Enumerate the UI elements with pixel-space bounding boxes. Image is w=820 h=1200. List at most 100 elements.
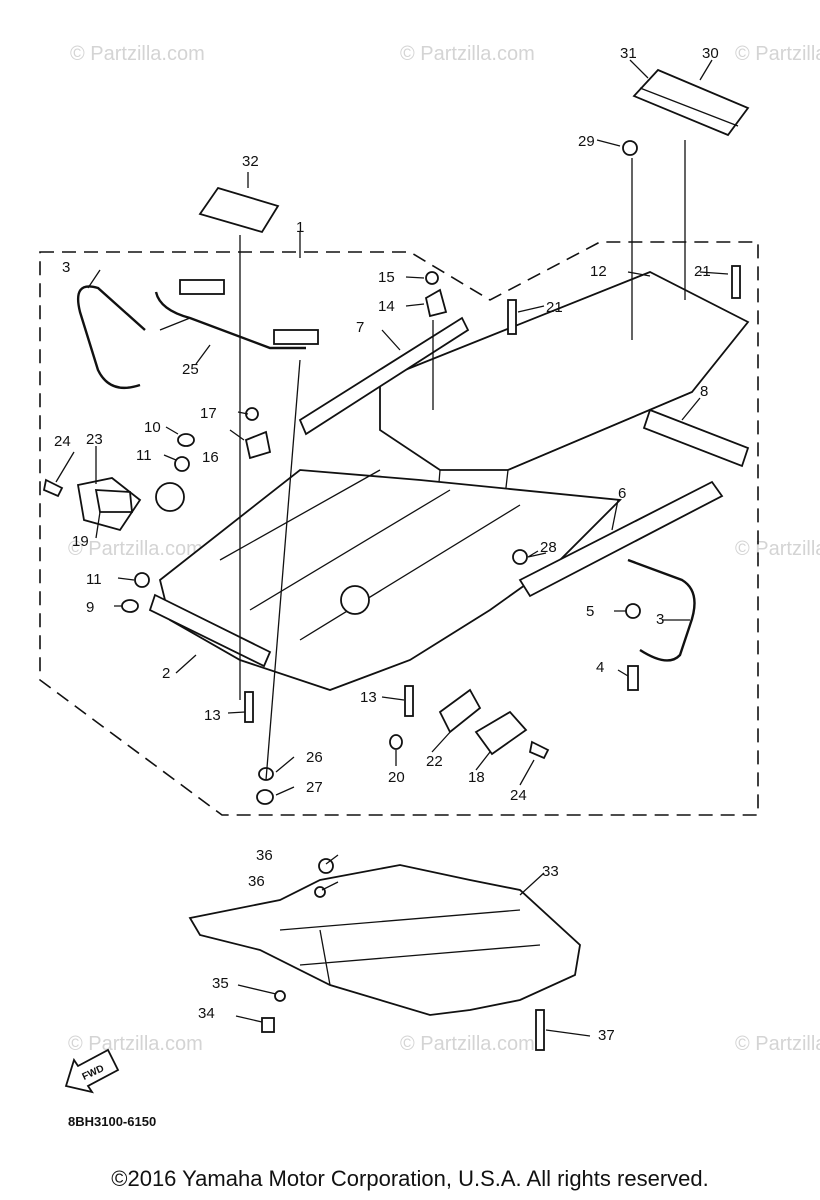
bolt-24-right — [528, 740, 550, 760]
fwd-arrow-icon: FWD — [64, 1048, 120, 1094]
washer-36 — [314, 886, 326, 898]
cap-28 — [512, 549, 528, 565]
callout-leaders — [55, 59, 729, 1037]
chassis-lower — [158, 469, 622, 691]
bracket-18 — [474, 710, 528, 756]
callout-25: 25 — [182, 361, 199, 378]
bracket-19 — [94, 489, 133, 513]
skid-plate-ribs — [279, 909, 541, 986]
callout-27: 27 — [306, 779, 323, 796]
callout-24-left: 24 — [54, 433, 71, 450]
callout-6: 6 — [618, 485, 626, 502]
rail-6 — [518, 480, 724, 598]
bolt-21-right — [731, 265, 741, 299]
bushing-9 — [121, 599, 139, 613]
skid-plate-33 — [188, 864, 581, 1016]
callout-30: 30 — [702, 45, 719, 62]
callout-5: 5 — [586, 603, 594, 620]
bumper-3-front — [76, 285, 146, 390]
bolt-13-right — [404, 685, 414, 717]
callout-12: 12 — [590, 263, 607, 280]
watermark: © Partzilla.com — [68, 1033, 203, 1055]
bolt-24-left — [42, 478, 64, 498]
bushing-11-lower — [134, 572, 150, 588]
bracket-14 — [424, 288, 448, 318]
rail-8 — [642, 408, 750, 468]
callout-16: 16 — [202, 449, 219, 466]
callout-36: 36 — [248, 873, 265, 890]
callout-13-left: 13 — [204, 707, 221, 724]
clamp-16 — [244, 430, 272, 460]
callout-21-left: 21 — [546, 299, 563, 316]
watermark: © Partzilla.com — [735, 43, 820, 65]
chassis-members — [219, 469, 521, 641]
rail-7 — [298, 316, 470, 436]
watermark: © Partzilla.com — [400, 1033, 535, 1055]
callout-14: 14 — [378, 298, 395, 315]
callout-29: 29 — [578, 133, 595, 150]
spindle-right — [340, 585, 370, 615]
callout-4: 4 — [596, 659, 604, 676]
leader-26 — [265, 359, 301, 781]
bolt-4 — [627, 665, 639, 691]
bushing-11-upper — [174, 456, 190, 472]
callout-23: 23 — [86, 431, 103, 448]
cap-20 — [389, 734, 403, 750]
decal-30 — [632, 68, 750, 137]
bolt-21-left — [507, 299, 517, 335]
nut-27 — [256, 789, 274, 805]
callout-32: 32 — [242, 153, 259, 170]
callout-10: 10 — [144, 419, 161, 436]
diagram-code: 8BH3100-6150 — [68, 1114, 157, 1129]
bumper-3-rear — [627, 558, 696, 662]
bolt-13-left — [244, 691, 254, 723]
bracket-22 — [438, 688, 482, 734]
watermark: © Partzilla.com — [735, 1033, 820, 1055]
callout-1: 1 — [296, 219, 304, 236]
callout-18: 18 — [468, 769, 485, 786]
callout-7: 7 — [356, 319, 364, 336]
callout-33: 33 — [542, 863, 559, 880]
callout-17: 17 — [200, 405, 217, 422]
grip-left — [179, 279, 225, 295]
watermark: © Partzilla.com — [70, 43, 205, 65]
callout-13-right: 13 — [360, 689, 377, 706]
bolt-37 — [535, 1009, 545, 1051]
callout-31: 31 — [620, 45, 637, 62]
tunnel-edge — [507, 391, 693, 471]
nut-36-top — [318, 858, 334, 874]
washer-35 — [274, 990, 286, 1002]
watermark: © Partzilla.com — [400, 43, 535, 65]
callout-24-right: 24 — [510, 787, 527, 804]
callout-28: 28 — [540, 539, 557, 556]
callout-26: 26 — [306, 749, 323, 766]
callout-11-upper: 11 — [136, 447, 152, 464]
spindle-left — [155, 482, 185, 512]
callout-20: 20 — [388, 769, 405, 786]
nut-5 — [625, 603, 641, 619]
cap-29 — [622, 140, 638, 156]
callout-2: 2 — [162, 665, 170, 682]
callout-19: 19 — [72, 533, 89, 550]
callout-34: 34 — [198, 1005, 215, 1022]
callout-15: 15 — [378, 269, 395, 286]
copyright-notice: ©2016 Yamaha Motor Corporation, U.S.A. A… — [111, 1166, 709, 1191]
callout-37: 37 — [598, 1027, 615, 1044]
callout-8: 8 — [700, 383, 708, 400]
assembly-boundary — [39, 241, 759, 816]
decal-31-line — [639, 87, 739, 127]
nut-15 — [425, 271, 439, 285]
bolt-34 — [261, 1017, 275, 1033]
bushing-10 — [177, 433, 195, 447]
watermark: © Partzilla.com — [735, 538, 820, 560]
watermark: © Partzilla.com — [68, 538, 203, 560]
callout-3-rear: 3 — [656, 611, 664, 628]
label-32 — [198, 186, 280, 234]
callout-35: 35 — [212, 975, 229, 992]
callout-3-front: 3 — [62, 259, 70, 276]
callout-22: 22 — [426, 753, 443, 770]
callout-11-lower: 11 — [86, 571, 102, 588]
grip-right — [273, 329, 319, 345]
callout-21-right: 21 — [694, 263, 711, 280]
